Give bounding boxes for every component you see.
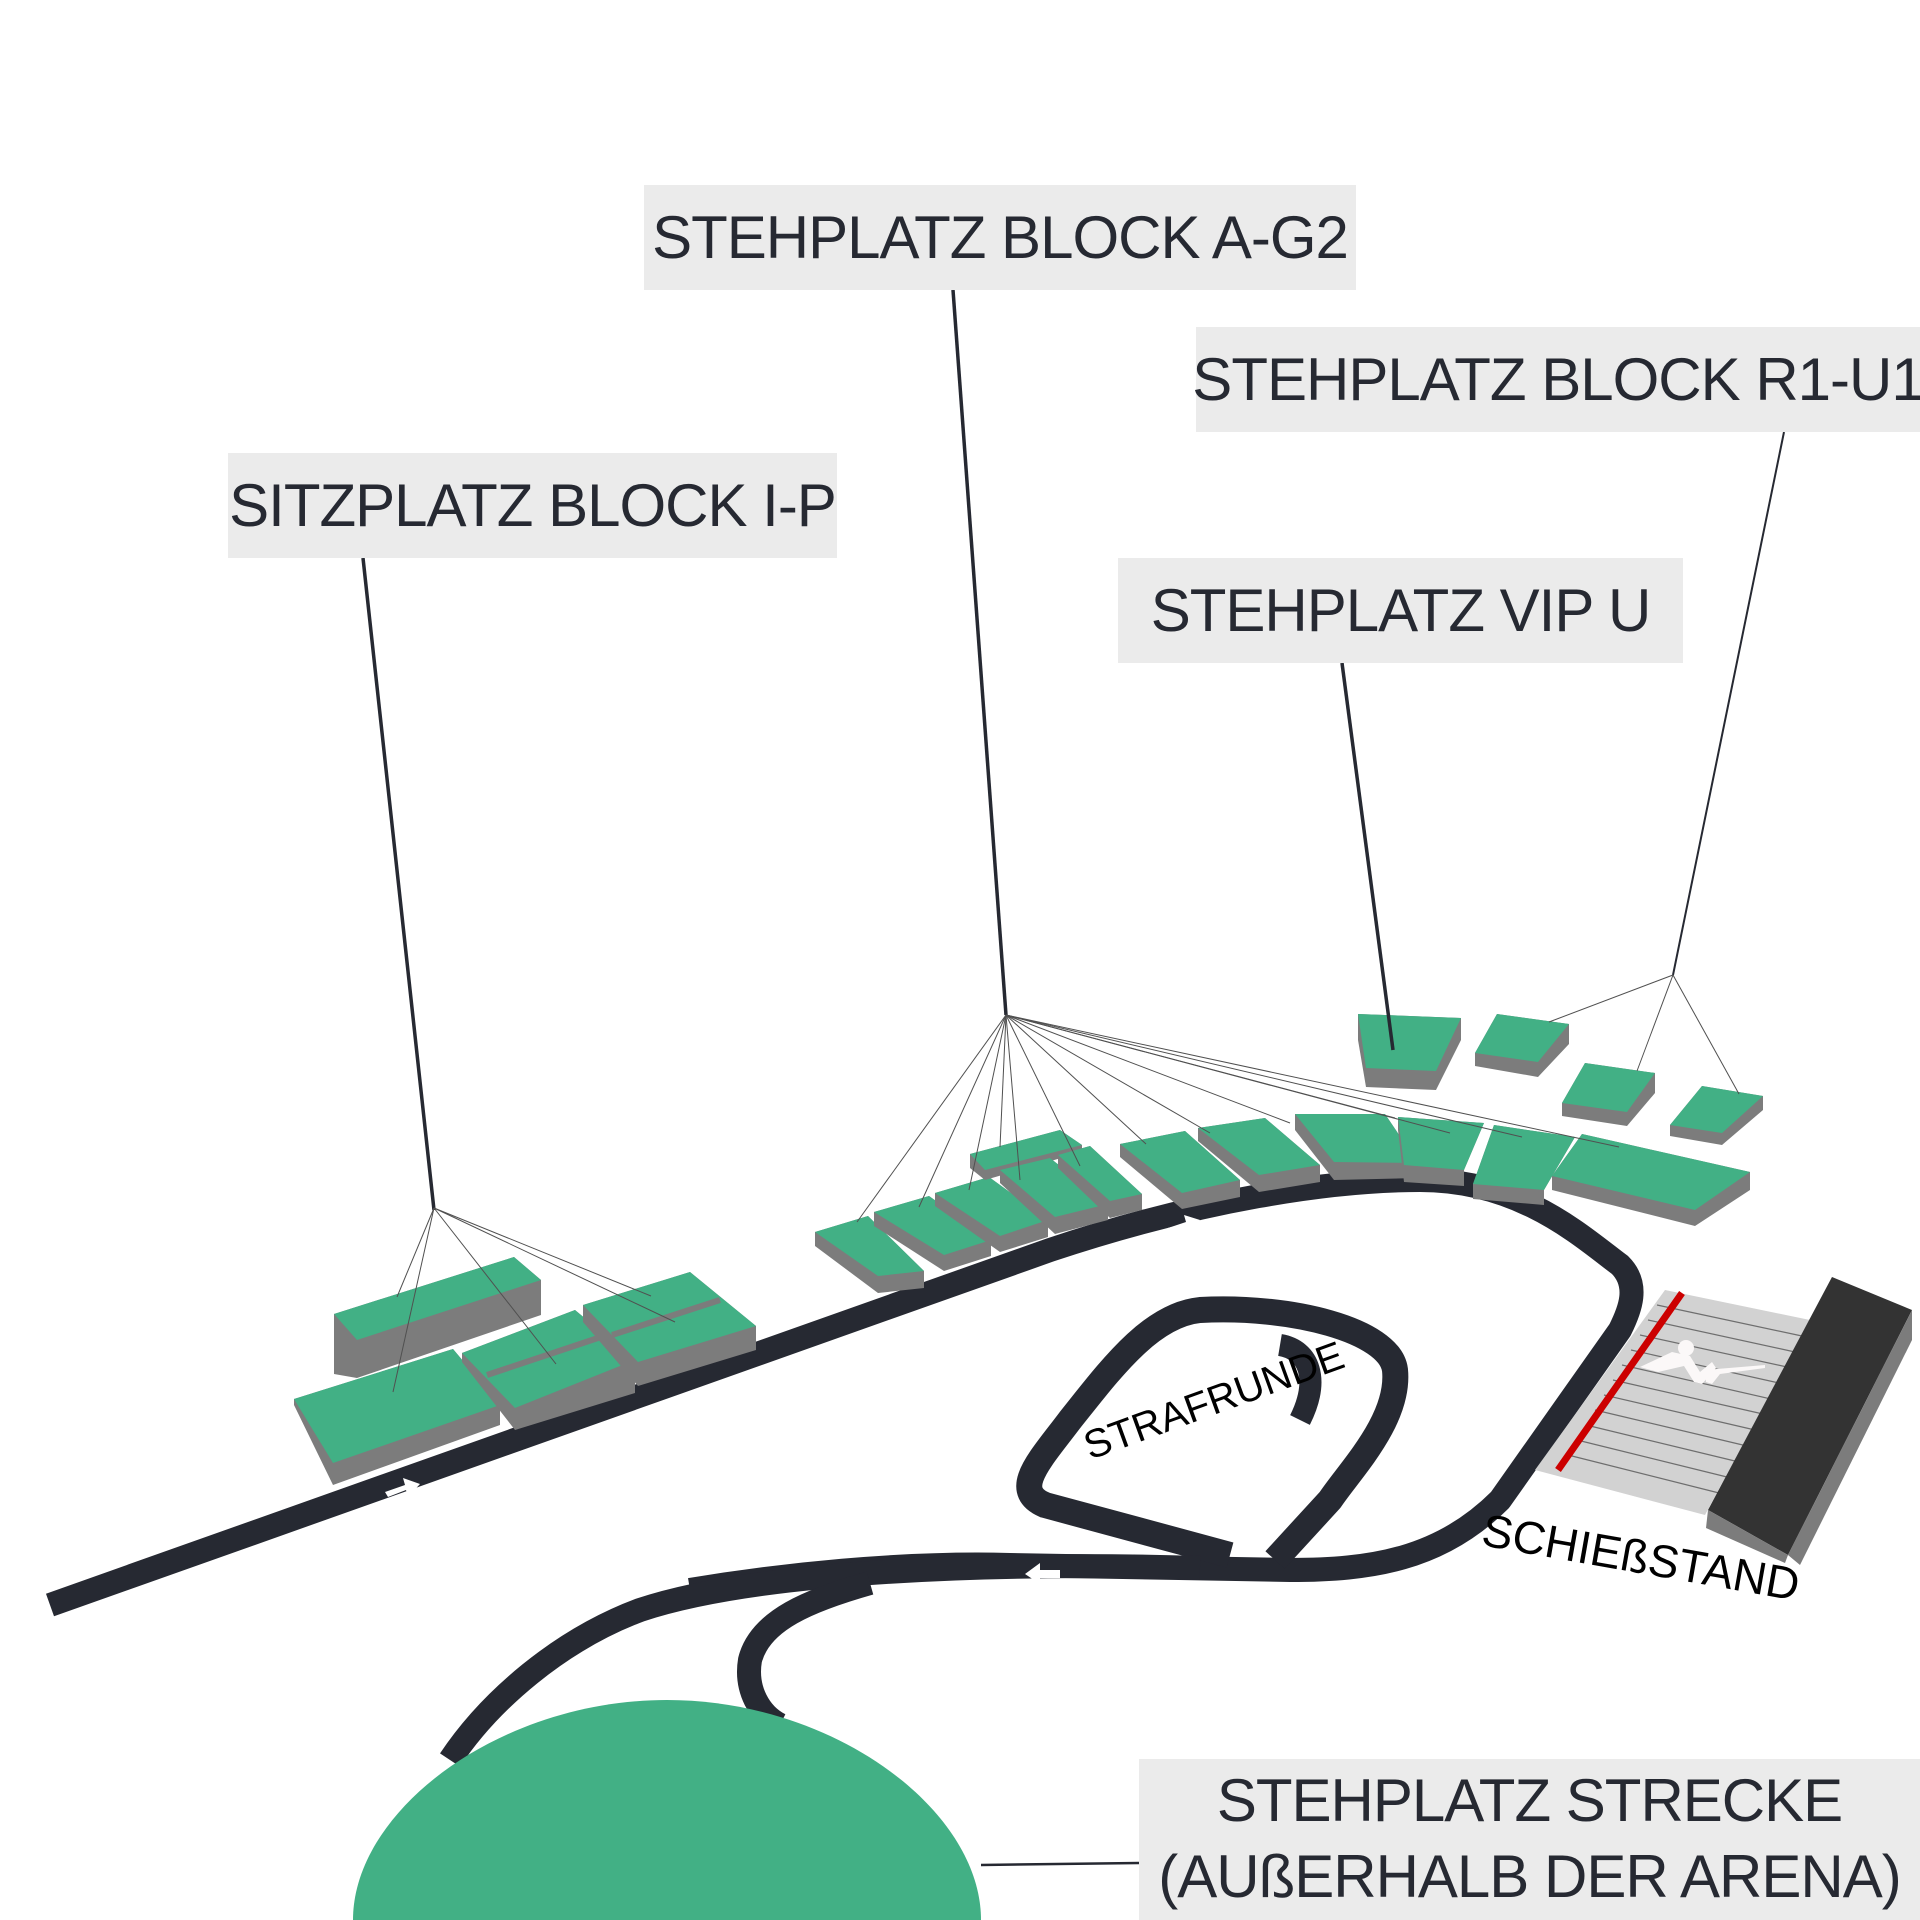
leader-fan-lines bbox=[392, 974, 1740, 1393]
block-sitzplatz[interactable] bbox=[462, 1310, 635, 1430]
leader-lines bbox=[361, 289, 1785, 1867]
track bbox=[45, 1168, 1644, 1767]
label-stehplatz-vip-u: STEHPLATZ VIP U bbox=[1118, 558, 1683, 663]
block-r1-u1[interactable] bbox=[1562, 1063, 1655, 1126]
range-lanes bbox=[1567, 1304, 1803, 1495]
prone-shooter-icon bbox=[1640, 1340, 1765, 1384]
track-strafrunde-link bbox=[1277, 1334, 1322, 1425]
sitzplatz-blocks bbox=[294, 1257, 756, 1485]
arrow-icon bbox=[385, 1478, 420, 1497]
label-sitzplatz-block-i-p: SITZPLATZ BLOCK I-P bbox=[228, 453, 837, 558]
range-wall-top bbox=[1708, 1277, 1912, 1555]
range-floor bbox=[1535, 1290, 1810, 1515]
label-text: STEHPLATZ VIP U bbox=[1150, 577, 1652, 644]
label-stehplatz-strecke: STEHPLATZ STRECKE (AUßERHALB DER ARENA) bbox=[1139, 1759, 1920, 1920]
block-sitzplatz[interactable] bbox=[294, 1349, 500, 1485]
range-wall-front bbox=[1706, 1510, 1788, 1563]
label-text: SITZPLATZ BLOCK I-P bbox=[229, 472, 837, 539]
stehplatz-r1-u1-blocks bbox=[1475, 1014, 1763, 1145]
block-a-g2[interactable] bbox=[815, 1216, 924, 1293]
arrow-icon bbox=[1025, 1563, 1060, 1584]
label-text: STEHPLATZ BLOCK A-G2 bbox=[652, 204, 1349, 271]
stehplatz-a-g2-blocks bbox=[815, 1114, 1750, 1293]
block-a-g2[interactable] bbox=[1000, 1158, 1108, 1234]
block-a-g2[interactable] bbox=[1398, 1117, 1484, 1186]
block-a-g2[interactable] bbox=[1295, 1114, 1418, 1180]
arrow-icon bbox=[1560, 1330, 1587, 1360]
stehplatz-strecke-area[interactable] bbox=[353, 1700, 981, 1920]
label-text-line1: STEHPLATZ STRECKE bbox=[1216, 1767, 1843, 1834]
block-a-g2[interactable] bbox=[1552, 1134, 1750, 1226]
label-stehplatz-block-r1-u1: STEHPLATZ BLOCK R1-U1 bbox=[1192, 327, 1920, 432]
block-a-g2[interactable] bbox=[1473, 1125, 1575, 1205]
block-a-g2[interactable] bbox=[874, 1196, 991, 1271]
stehplatz-vip-block[interactable] bbox=[1358, 1014, 1461, 1090]
block-sitzplatz[interactable] bbox=[334, 1257, 541, 1378]
arrow-icon bbox=[1168, 1215, 1200, 1233]
block-a-g2[interactable] bbox=[1120, 1131, 1240, 1209]
label-stehplatz-block-a-g2: STEHPLATZ BLOCK A-G2 bbox=[644, 185, 1356, 290]
block-a-g2[interactable] bbox=[970, 1130, 1082, 1180]
block-r1-u1[interactable] bbox=[1475, 1014, 1569, 1077]
firing-line bbox=[1555, 1290, 1685, 1473]
track-s-curve-inner bbox=[737, 1571, 874, 1736]
block-r1-u1[interactable] bbox=[1670, 1086, 1763, 1145]
track-strafrunde bbox=[1016, 1296, 1409, 1569]
block-a-g2[interactable] bbox=[1198, 1118, 1320, 1192]
label-text-line2: (AUßERHALB DER ARENA) bbox=[1158, 1843, 1901, 1910]
range-wall-side bbox=[1788, 1310, 1912, 1565]
label-text: STEHPLATZ BLOCK R1-U1 bbox=[1192, 346, 1920, 413]
direction-arrows bbox=[385, 1215, 1587, 1584]
block-a-g2[interactable] bbox=[935, 1177, 1048, 1252]
block-sitzplatz[interactable] bbox=[583, 1272, 756, 1386]
